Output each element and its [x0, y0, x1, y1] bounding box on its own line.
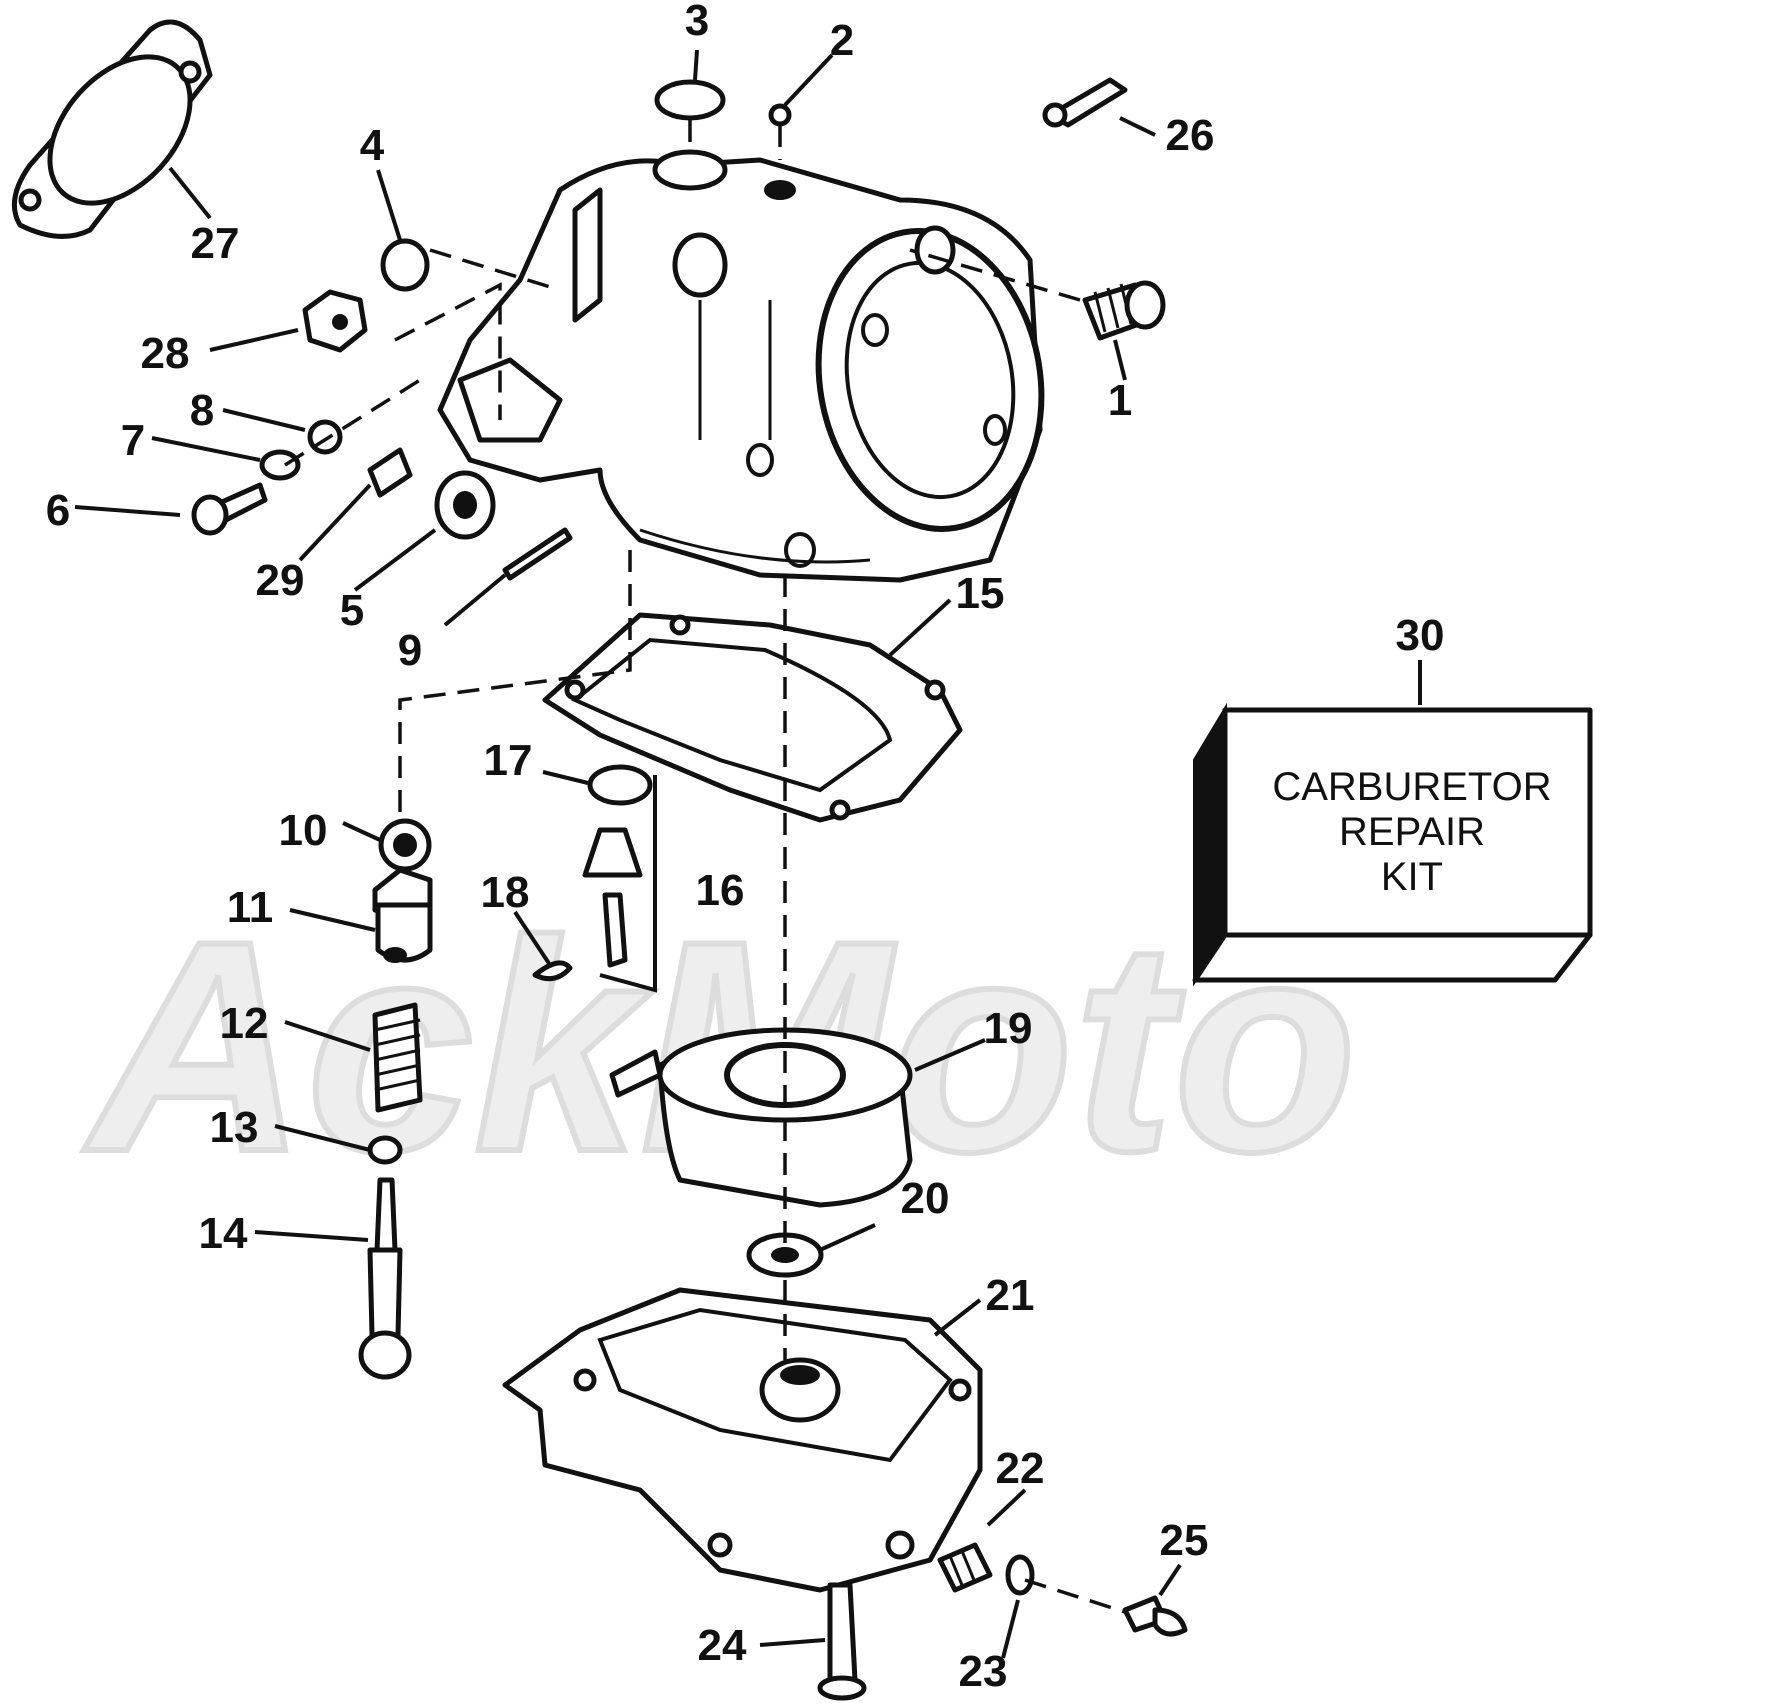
part-6-screw — [191, 482, 268, 536]
callout-1: 1 — [1108, 376, 1132, 425]
callout-8: 8 — [190, 386, 214, 435]
part-2-ball — [768, 103, 792, 127]
callout-4: 4 — [360, 121, 385, 170]
callout-29: 29 — [256, 556, 305, 605]
callout-14: 14 — [199, 1209, 248, 1258]
callout-10: 10 — [279, 806, 328, 855]
kit-label-line-2: REPAIR — [1339, 810, 1485, 854]
callout-17: 17 — [484, 736, 533, 785]
callout-9: 9 — [398, 626, 422, 675]
part-7-washer — [259, 449, 301, 481]
callout-12: 12 — [220, 999, 269, 1048]
part-23-o-ring — [1005, 1554, 1035, 1596]
callout-5: 5 — [340, 586, 364, 635]
callout-15: 15 — [956, 569, 1005, 618]
part-14-needle — [358, 1177, 412, 1380]
part-21-float-bowl — [502, 1287, 983, 1593]
callout-3: 3 — [685, 0, 709, 45]
callout-20: 20 — [901, 1174, 950, 1223]
callout-7: 7 — [121, 416, 145, 465]
part-16-needle-seat — [582, 775, 657, 993]
callout-18: 18 — [481, 868, 530, 917]
part-13-washer — [367, 1135, 403, 1165]
part-15-gasket — [542, 612, 963, 823]
part-9-pin — [502, 527, 573, 581]
part-30-repair-kit — [1192, 702, 1593, 987]
kit-label-line-1: CARBURETOR — [1272, 765, 1551, 809]
part-26-fitting — [1042, 77, 1128, 128]
callout-2: 2 — [830, 16, 854, 65]
part-18-clip — [532, 960, 573, 982]
kit-label-line-3: KIT — [1381, 855, 1443, 899]
part-17-seal — [587, 764, 653, 806]
part-5-washer — [434, 470, 496, 540]
callout-26: 26 — [1166, 111, 1215, 160]
part-22-drain-plug — [937, 1542, 993, 1593]
callout-23: 23 — [959, 1647, 1008, 1696]
part-24-bolt — [817, 1582, 867, 1701]
callout-11: 11 — [227, 883, 274, 932]
callout-22: 22 — [996, 1444, 1045, 1493]
callout-19: 19 — [984, 1004, 1033, 1053]
callout-6: 6 — [46, 486, 70, 535]
callout-27: 27 — [191, 219, 240, 268]
part-25-screw — [1122, 1595, 1188, 1637]
part-27-flange-gasket — [11, 19, 213, 239]
part-12-spring — [372, 1002, 423, 1113]
alignment-lines — [284, 120, 1126, 1614]
part-4-plug — [380, 238, 430, 292]
part-3-plug — [654, 79, 726, 121]
callout-24: 24 — [698, 1621, 747, 1670]
callout-28: 28 — [141, 329, 190, 378]
part-carburetor-body — [437, 149, 1045, 583]
leader-lines — [74, 49, 1422, 1659]
part-10-o-ring — [378, 818, 432, 872]
callout-numbers: 1 2 3 4 5 6 7 8 9 10 11 12 13 14 15 16 1… — [46, 0, 1445, 1696]
callout-13: 13 — [210, 1103, 259, 1152]
part-1-screw — [1082, 280, 1166, 341]
nut-hole — [332, 314, 348, 330]
callout-16: 16 — [696, 866, 745, 915]
part-11-packing-nut — [372, 867, 433, 963]
callout-30: 30 — [1396, 611, 1445, 660]
part-29-link — [367, 447, 413, 498]
callout-25: 25 — [1160, 1516, 1209, 1565]
callout-21: 21 — [986, 1271, 1035, 1320]
